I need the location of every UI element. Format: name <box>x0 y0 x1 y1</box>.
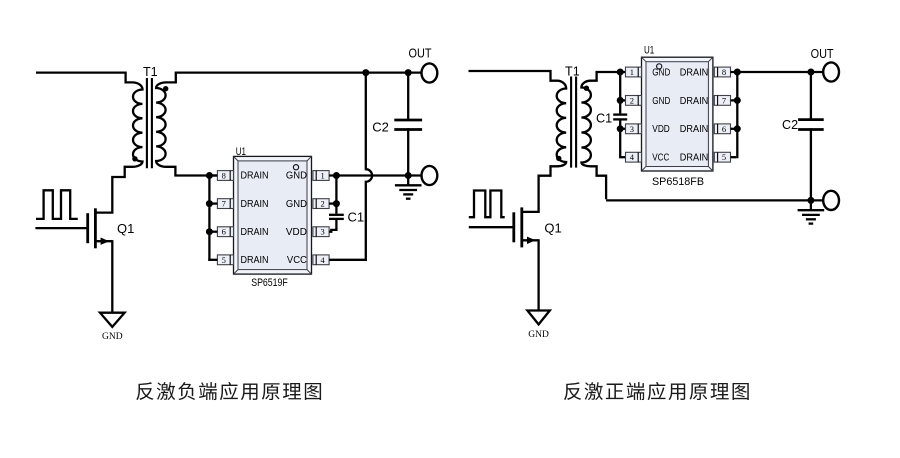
svg-text:2: 2 <box>321 199 325 209</box>
svg-text:DRAIN: DRAIN <box>680 153 709 164</box>
svg-text:U1: U1 <box>236 146 246 158</box>
svg-text:3: 3 <box>321 227 325 237</box>
svg-text:DRAIN: DRAIN <box>680 67 709 78</box>
svg-text:C2: C2 <box>782 118 798 132</box>
svg-text:5: 5 <box>222 255 226 265</box>
svg-text:DRAIN: DRAIN <box>680 96 709 107</box>
svg-text:DRAIN: DRAIN <box>241 227 269 238</box>
svg-text:GND: GND <box>102 332 123 342</box>
svg-text:OUT: OUT <box>811 46 834 61</box>
svg-text:T1: T1 <box>143 65 158 79</box>
svg-text:7: 7 <box>222 199 226 209</box>
svg-text:C1: C1 <box>596 111 612 125</box>
svg-text:C2: C2 <box>372 120 389 135</box>
svg-text:GND: GND <box>652 96 670 107</box>
svg-text:Q1: Q1 <box>544 221 561 236</box>
svg-text:5: 5 <box>722 152 726 162</box>
svg-text:GND: GND <box>652 67 670 78</box>
svg-text:SP6519F: SP6519F <box>251 277 288 289</box>
svg-text:DRAIN: DRAIN <box>241 171 269 182</box>
svg-text:U1: U1 <box>644 45 654 57</box>
svg-text:6: 6 <box>222 227 226 237</box>
svg-text:DRAIN: DRAIN <box>680 124 709 135</box>
svg-text:VCC: VCC <box>652 153 669 164</box>
svg-text:GND: GND <box>286 171 307 182</box>
svg-text:4: 4 <box>321 255 326 265</box>
svg-text:GND: GND <box>286 199 307 210</box>
svg-text:1: 1 <box>321 171 325 181</box>
svg-text:DRAIN: DRAIN <box>241 199 269 210</box>
svg-text:VCC: VCC <box>287 255 307 266</box>
svg-text:GND: GND <box>528 330 549 340</box>
svg-text:SP6518FB: SP6518FB <box>652 176 704 188</box>
svg-text:OUT: OUT <box>409 46 432 61</box>
svg-text:Q1: Q1 <box>117 221 134 236</box>
svg-text:VDD: VDD <box>286 227 307 238</box>
svg-text:8: 8 <box>222 171 226 181</box>
svg-text:8: 8 <box>722 67 726 77</box>
svg-text:3: 3 <box>630 124 634 134</box>
svg-text:7: 7 <box>722 95 726 105</box>
svg-text:C1: C1 <box>348 210 365 225</box>
svg-text:2: 2 <box>630 95 634 105</box>
svg-text:T1: T1 <box>565 65 580 79</box>
svg-text:DRAIN: DRAIN <box>241 255 269 266</box>
svg-text:1: 1 <box>630 67 634 77</box>
svg-text:VDD: VDD <box>652 124 670 135</box>
svg-text:4: 4 <box>630 152 635 162</box>
svg-text:6: 6 <box>722 124 726 134</box>
